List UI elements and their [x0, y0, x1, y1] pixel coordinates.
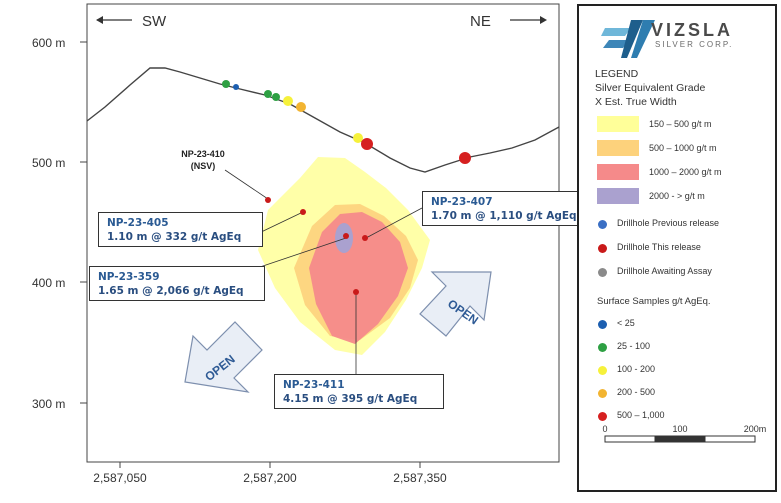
legend-drillhole-label: Drillhole This release [617, 242, 701, 252]
drillhole-point-np-23-410 [265, 197, 271, 203]
legend-swatch-150-500 [597, 116, 639, 132]
drillhole-awaiting-icon [598, 268, 607, 277]
legend-surface-label: 25 - 100 [617, 341, 651, 351]
surface-sample [233, 84, 239, 90]
drillhole-point-np-23-359 [343, 233, 349, 239]
direction-ne: NE [470, 13, 491, 30]
surface-200-500-icon [598, 389, 607, 398]
nsv-note: (NSV) [191, 161, 216, 171]
surface-25-100-icon [598, 343, 607, 352]
callout-assay: 1.10 m @ 332 g/t AgEq [107, 231, 242, 243]
legend-grade-label: 150 – 500 g/t m [649, 119, 712, 129]
drillhole-points [265, 197, 368, 295]
legend-surface-label: 200 - 500 [617, 387, 656, 397]
easting-axis: 2,587,050 2,587,200 2,587,350 [93, 462, 447, 485]
surface-sample [272, 93, 280, 101]
surface-100-200-icon [598, 366, 607, 375]
legend-drillhole-label: Drillhole Awaiting Assay [617, 266, 712, 276]
scale-bar: 0 100 200m [602, 424, 767, 443]
callout-np-23-405: NP-23-405 1.10 m @ 332 g/t AgEq [98, 212, 263, 247]
drillhole-this-release-icon [598, 244, 607, 253]
direction-indicator: SW NE [96, 13, 547, 30]
scale-label-200: 200m [744, 424, 767, 434]
drillhole-previous-icon [598, 220, 607, 229]
legend-drillhole-label: Drillhole Previous release [617, 218, 720, 228]
callout-np-23-407: NP-23-407 1.70 m @ 1,110 g/t AgEq [422, 191, 590, 226]
callout-assay: 4.15 m @ 395 g/t AgEq [283, 393, 418, 405]
brand-name: VIZSLA [651, 20, 734, 40]
legend-surface-label: < 25 [617, 318, 635, 328]
legend-swatch-500-1000 [597, 140, 639, 156]
callout-hole: NP-23-411 [283, 379, 345, 391]
easting-label-2587200: 2,587,200 [243, 471, 297, 485]
callout-assay: 1.65 m @ 2,066 g/t AgEq [98, 285, 244, 297]
callout-hole: NP-23-407 [431, 196, 493, 208]
legend-panel: VIZSLA SILVER CORP. LEGEND Silver Equiva… [577, 4, 777, 492]
elevation-axis: 600 m 500 m 400 m 300 m [32, 36, 87, 411]
drillhole-point-np-23-407 [362, 235, 368, 241]
surface-lt25-icon [598, 320, 607, 329]
elevation-label-300: 300 m [32, 397, 65, 411]
easting-label-2587350: 2,587,350 [393, 471, 447, 485]
arrow-left-head-icon [96, 16, 103, 24]
legend-grade-label: 1000 – 2000 g/t m [649, 167, 722, 177]
drillhole-point-np-23-411 [353, 289, 359, 295]
topography-profile [86, 67, 560, 173]
envelope-1000-2000 [309, 212, 408, 344]
legend-surface-label: 500 – 1,000 [617, 410, 665, 420]
grade-envelopes [258, 157, 430, 355]
brand-tagline: SILVER CORP. [655, 40, 734, 49]
surface-samples [222, 80, 471, 164]
legend-grade-label: 500 – 1000 g/t m [649, 143, 717, 153]
surface-sample [296, 102, 306, 112]
company-logo-icon [601, 20, 655, 58]
open-arrow-sw-icon [184, 321, 263, 393]
surface-sample [283, 96, 293, 106]
callout-hole: NP-23-405 [107, 217, 169, 229]
legend-subtitle: Silver Equivalent Grade [595, 82, 706, 94]
drillhole-point-np-23-405 [300, 209, 306, 215]
leader-lines [224, 169, 423, 374]
legend-swatch-1000-2000 [597, 164, 639, 180]
surface-sample [353, 133, 363, 143]
callout-hole: NP-23-359 [98, 271, 160, 283]
callout-assay: 1.70 m @ 1,110 g/t AgEq [431, 210, 577, 222]
legend-swatch-2000-plus [597, 188, 639, 204]
surface-sample [264, 90, 272, 98]
open-arrow-ne-icon [419, 271, 492, 337]
scale-label-0: 0 [602, 424, 607, 434]
open-arrow-northeast: OPEN [419, 271, 492, 337]
arrow-right-head-icon [540, 16, 547, 24]
surface-sample [361, 138, 373, 150]
surface-sample [459, 152, 471, 164]
nsv-hole-label: NP-23-410 [181, 149, 225, 159]
legend-grade-label: 2000 - > g/t m [649, 191, 705, 201]
legend-subtitle: X Est. True Width [595, 96, 677, 108]
surface-sample [222, 80, 230, 88]
easting-label-2587050: 2,587,050 [93, 471, 147, 485]
callout-np-23-411: NP-23-411 4.15 m @ 395 g/t AgEq [274, 374, 444, 409]
direction-sw: SW [142, 13, 167, 30]
callout-np-23-359: NP-23-359 1.65 m @ 2,066 g/t AgEq [89, 266, 265, 301]
legend-surface-label: 100 - 200 [617, 364, 656, 374]
elevation-label-400: 400 m [32, 276, 65, 290]
surface-500-1000-icon [598, 412, 607, 421]
legend-title: LEGEND [595, 68, 639, 80]
surface-samples-title: Surface Samples g/t AgEq. [597, 296, 711, 307]
scale-label-100: 100 [672, 424, 687, 434]
elevation-label-600: 600 m [32, 36, 65, 50]
open-arrow-southwest: OPEN [184, 321, 263, 393]
elevation-label-500: 500 m [32, 156, 65, 170]
